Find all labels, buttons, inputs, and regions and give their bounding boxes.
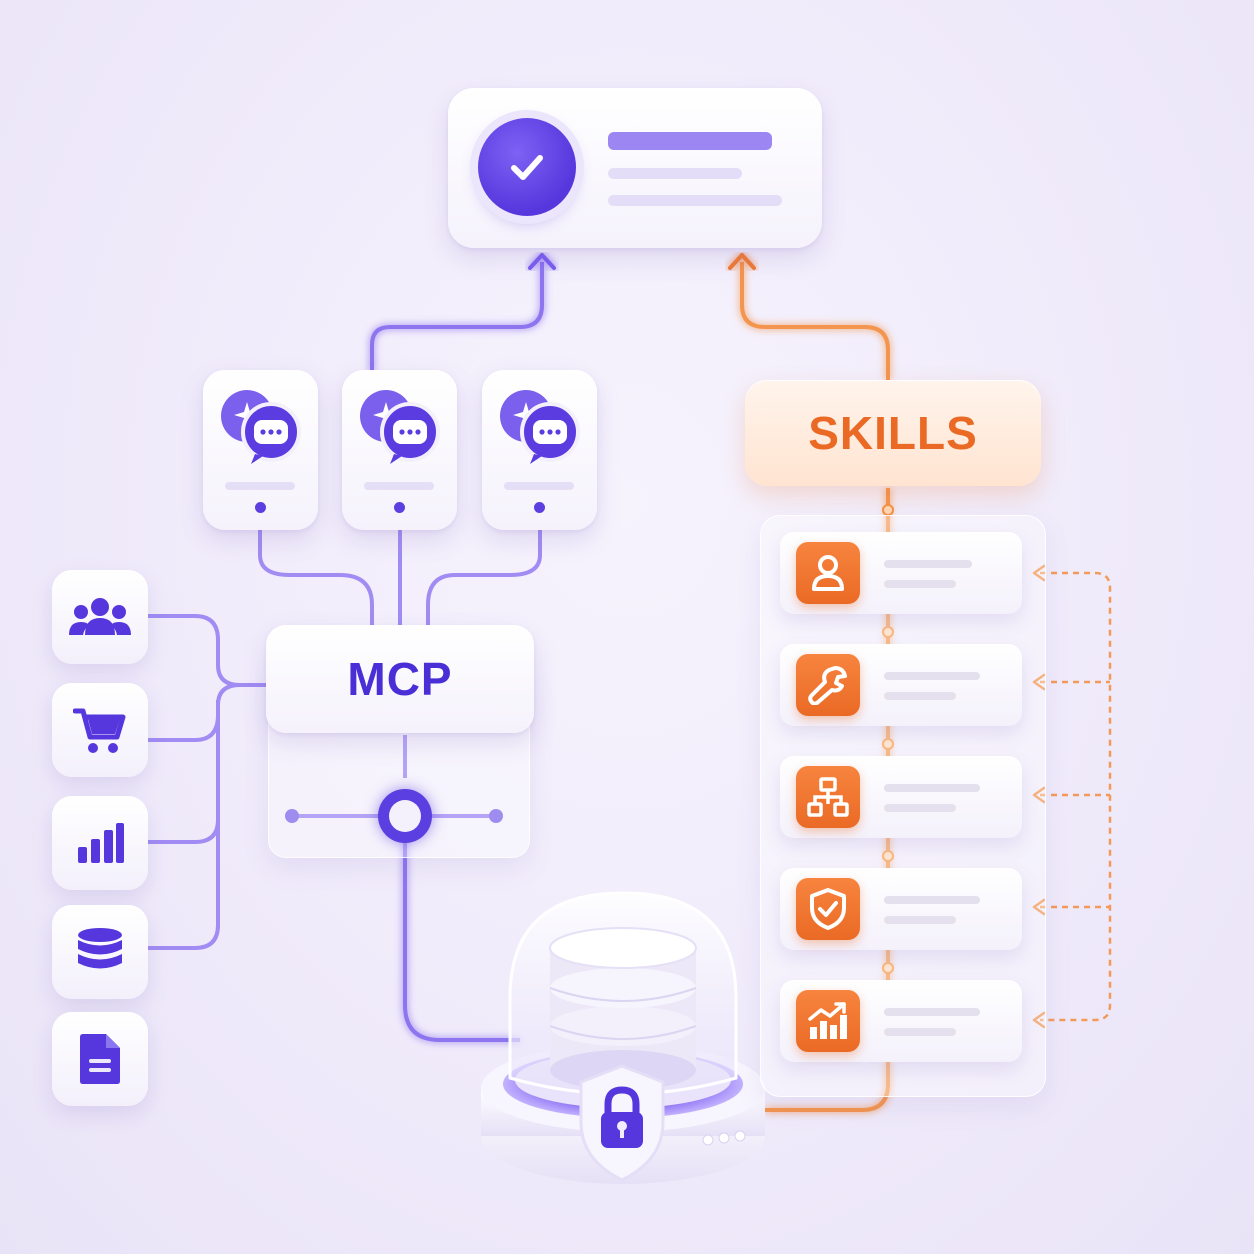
sparkle-chat-icon	[356, 386, 442, 466]
user-icon	[796, 542, 860, 604]
agent-card-2	[342, 370, 457, 530]
agent-card-3	[482, 370, 597, 530]
agent-port-dot	[394, 502, 405, 513]
orange-arrowhead	[728, 253, 756, 270]
users-source-tile	[52, 570, 148, 664]
growth-chart-icon	[796, 990, 860, 1052]
sparkle-chat-icon	[496, 386, 582, 466]
bar-chart-icon	[76, 821, 124, 865]
agent1-to-mcp-line	[258, 530, 374, 625]
result-line-bar	[608, 195, 782, 206]
agent-label-bar	[225, 482, 295, 490]
storage-to-skills-line	[765, 488, 890, 1112]
document-source-tile	[52, 1012, 148, 1106]
skill-item-hierarchy	[780, 756, 1022, 838]
agent3-to-mcp-line	[426, 530, 542, 625]
document-icon	[78, 1033, 122, 1085]
agent-port-dot	[255, 502, 266, 513]
feedback-dashed-lines	[1040, 571, 1112, 1022]
cart-icon	[73, 705, 127, 755]
users-icon	[69, 597, 131, 637]
skill-item-growth	[780, 980, 1022, 1062]
hierarchy-icon	[796, 766, 860, 828]
cart-source-tile	[52, 683, 148, 777]
agents-to-result-line	[370, 262, 544, 372]
purple-arrowhead	[528, 253, 556, 270]
database-source-tile	[52, 905, 148, 999]
skill-item-tools	[780, 644, 1022, 726]
check-icon	[478, 118, 576, 216]
hub-right-dot	[489, 809, 503, 823]
agent-label-bar	[504, 482, 574, 490]
wrench-icon	[796, 654, 860, 716]
analytics-source-tile	[52, 796, 148, 890]
lock-icon	[575, 1062, 669, 1184]
result-card	[448, 88, 822, 248]
database-icon	[76, 927, 124, 977]
hub-left-dot	[285, 809, 299, 823]
result-title-bar	[608, 132, 772, 150]
agent-label-bar	[364, 482, 434, 490]
shield-check-icon	[796, 878, 860, 940]
sparkle-chat-icon	[217, 386, 303, 466]
mcp-hub-node	[378, 789, 432, 843]
agent-port-dot	[534, 502, 545, 513]
sources-to-mcp-lines	[148, 614, 268, 687]
skills-to-result-line	[740, 262, 890, 380]
mcp-label: MCP	[266, 625, 534, 733]
skill-item-security	[780, 868, 1022, 950]
skills-label: SKILLS	[745, 380, 1041, 486]
result-line-bar	[608, 168, 742, 179]
agent-card-1	[203, 370, 318, 530]
skill-item-user	[780, 532, 1022, 614]
